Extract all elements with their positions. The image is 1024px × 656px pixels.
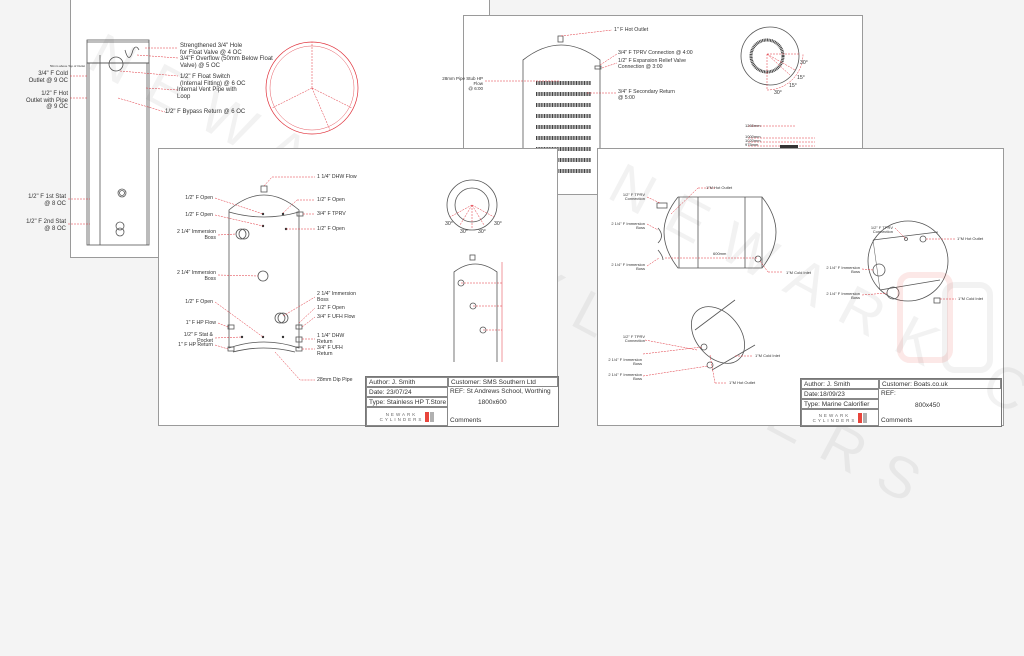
- title-block-customer: Customer: Boats.co.uk: [879, 379, 1001, 389]
- label-c-open-l1: 1/2" F Open: [185, 195, 213, 201]
- label-d-hot-iso: 1"M Hot Outlet: [729, 380, 756, 385]
- label-b-dim-1: 1265mm: [745, 123, 761, 128]
- label-c-hp-flow: 1" F HP Flow: [185, 320, 216, 326]
- label-b-secondary: 3/4" F Secondary Return @ 5:00: [618, 89, 675, 101]
- title-block-comments: Comments: [450, 417, 482, 424]
- thermal-store-drawing: [214, 176, 503, 381]
- label-overflow: 3/4"F Overflow (50mm Below Float Valve) …: [180, 56, 273, 69]
- title-block-marine-calorifier: Author: J. Smith Date:18/09/23 Type: Mar…: [800, 378, 1002, 427]
- label-b-pipe-stub: 28mm Pipe Stub HP Flow @ 6:00: [442, 76, 483, 91]
- label-b-dim-3: 1020mm: [745, 138, 761, 143]
- header-tank-drawing: [68, 39, 359, 246]
- marine-calorifier-drawing: [642, 187, 993, 384]
- label-c-dhw-flow: 1 1/4" DHW Flow: [317, 174, 357, 180]
- title-block-size: 1800x600: [478, 399, 507, 406]
- label-d-length: 600mm: [713, 251, 727, 256]
- label-c-tprv: 3/4" F TPRV: [317, 211, 346, 217]
- label-c-angle: 30°: [445, 221, 453, 227]
- label-c-ufh-return: 3/4" F UFH Return: [317, 345, 343, 357]
- label-d-cold-iso: 1"M Cold Inlet: [755, 353, 780, 358]
- title-block-date: Date:18/09/23: [801, 389, 879, 399]
- label-c-open-l3: 1/2" F Open: [185, 299, 213, 305]
- label-b-angle-15b: 15°: [789, 83, 797, 89]
- label-c-boss-r: 2 1/4" Immersion Boss: [317, 291, 357, 303]
- title-block-author: Author: J. Smith: [366, 377, 448, 387]
- title-block-thermal-store: Author: J. Smith Date: 23/07/24 Type: St…: [365, 376, 559, 427]
- label-b-tprv: 3/4" F TPRV Connection @ 4:00: [618, 50, 693, 56]
- label-b-angle-30a: 30°: [800, 60, 808, 66]
- label-d-cold-side: 1"M Cold Inlet: [786, 270, 811, 275]
- label-c-dip-pipe: 28mm Dip Pipe: [317, 377, 353, 383]
- label-cold-outlet: 3/4" F Cold Outlet @ 9 OC: [28, 71, 68, 84]
- label-c-open-l2: 1/2" F Open: [185, 212, 213, 218]
- label-d-tprv-end: 1/2" F TPRV Connection: [870, 225, 893, 235]
- label-c-angle: 30°: [460, 229, 468, 235]
- label-b-dim-4: 975mm: [745, 142, 759, 147]
- title-block-comments: Comments: [881, 417, 913, 424]
- label-d-hot-end: 1"M Hot Outlet: [957, 236, 984, 241]
- label-bypass: 1/2" F Bypass Return @ 6 OC: [165, 109, 246, 115]
- label-b-hot-outlet: 1" F Hot Outlet: [614, 27, 649, 33]
- label-b-dim-2: 1000mm: [745, 134, 761, 139]
- label-d-boss-side-1: 2 1/4" F Immersion Boss: [611, 221, 645, 231]
- title-block-size: 800x450: [915, 402, 940, 409]
- label-d-tprv-iso: 1/2" F TPRV Connection: [622, 334, 645, 344]
- label-c-boss-l2: 2 1/4" Immersion Boss: [176, 270, 216, 282]
- label-c-open-r3: 1/2" F Open: [317, 305, 345, 311]
- label-b-angle-30b: 30°: [774, 90, 782, 96]
- label-c-angle: 30°: [478, 229, 486, 235]
- label-c-open-r2: 1/2" F Open: [317, 226, 345, 232]
- label-c-dhw-return: 1 1/4" DHW Return: [317, 333, 345, 345]
- label-d-hot-side: 1"M Hot Outlet: [706, 185, 733, 190]
- title-block-ref: REF:: [881, 390, 896, 397]
- title-block-date: Date: 23/07/24: [366, 387, 448, 397]
- label-stat-2: 1/2" F 2nd Stat @ 8 OC: [26, 219, 66, 232]
- label-float-hole: Strengthened 3/4" Hole for Float Valve @…: [180, 43, 243, 56]
- label-hot-outlet: 1/2" F Hot Outlet with Pipe @ 9 OC: [25, 91, 68, 110]
- label-c-boss-l1: 2 1/4" Immersion Boss: [176, 229, 216, 241]
- title-block-type: Type: Marine Calorifier: [801, 399, 879, 409]
- label-b-expansion: 1/2" F Expansion Relief Valve Connection…: [618, 58, 687, 70]
- label-c-angle: 30°: [494, 221, 502, 227]
- label-stat-1: 1/2" F 1st Stat @ 8 OC: [28, 194, 66, 207]
- title-block-customer: Customer: SMS Southern Ltd: [448, 377, 558, 387]
- label-d-boss-end-2: 2 1/4" F Immersion Boss: [826, 291, 860, 301]
- label-c-stat-pocket: 1/2" F Stat & Pocket: [183, 332, 213, 344]
- label-d-boss-iso-1: 2 1/4" F Immersion Boss: [608, 357, 642, 367]
- label-d-tprv-side: 1/2" F TPRV Connection: [622, 192, 645, 202]
- label-d-boss-iso-2: 2 1/4" F Immersion Boss: [608, 372, 642, 382]
- label-d-boss-end-1: 2 1/4" F Immersion Boss: [826, 265, 860, 275]
- label-b-angle-15a: 15°: [797, 75, 805, 81]
- label-d-boss-side-2: 2 1/4" F Immersion Boss: [611, 262, 645, 272]
- label-vent: Internal Vent Pipe with Loop: [177, 87, 237, 100]
- label-c-open-r1: 1/2" F Open: [317, 197, 345, 203]
- label-cold-note: 50mm above Top of Outlet: [50, 64, 86, 68]
- label-d-cold-end: 1"M Cold Inlet: [958, 296, 983, 301]
- label-c-hp-return: 1" F HP Return: [178, 342, 213, 348]
- title-block-type: Type: Stainless HP T.Store: [366, 397, 448, 407]
- title-block-ref: REF: St Andrews School, Worthing: [450, 388, 551, 395]
- label-c-ufh-flow: 3/4" F UFH Flow: [317, 314, 356, 320]
- title-block-author: Author: J. Smith: [801, 379, 879, 389]
- label-float-switch: 1/2" F Float Switch (Internal Fitting) @…: [180, 74, 246, 87]
